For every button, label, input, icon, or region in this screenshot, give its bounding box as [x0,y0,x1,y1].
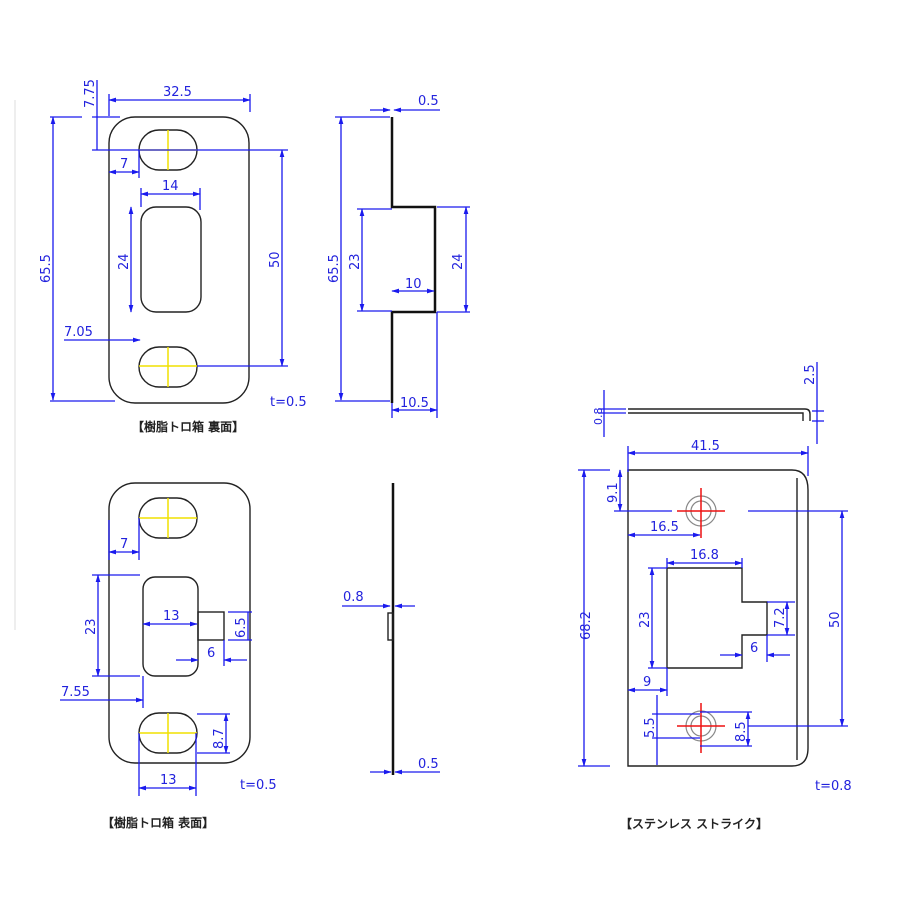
thickness-label: t=0.8 [815,779,852,794]
side-depth-label: 10 [405,277,422,292]
dim-notch-height-label: 6.5 [234,617,249,638]
resin-back-caption: 【樹脂トロ箱 裏面】 [132,419,244,434]
dim-cut-width-label: 16.8 [690,548,719,563]
dim-hole-edge-label: 7.05 [64,325,93,340]
dim-notch-width-label: 6 [207,646,215,661]
resin-front-side-view: 0.8 0.5 [342,483,440,775]
side-height-label: 65.5 [327,254,342,283]
dim-cut-height-label: 23 [638,611,653,628]
side-thickness-label: 0.5 [418,757,439,772]
side-total-depth-label: 10.5 [400,396,429,411]
side-tab-label: 0.8 [343,590,364,605]
resin-back-dimensions: 32.5 7.75 65.5 7 14 24 50 7.05 t=0.5 【樹脂… [39,79,307,434]
top-lip-label: 2.5 [803,364,818,385]
dim-notch-height-label: 7.2 [773,607,788,628]
side-inner-label: 23 [348,253,363,270]
dim-notch-width-label: 6 [750,641,758,656]
dim-hole-height-label: 23 [84,618,99,635]
dim-slot-width-label: 13 [160,773,177,788]
dim-height-label: 65.5 [39,254,54,283]
dim-csk-inner-label: 5.5 [643,717,658,738]
thickness-label: t=0.5 [240,778,277,793]
strike-top-view: 0.8 2.5 [592,362,824,444]
dim-hole-top-label: 9.1 [606,482,621,503]
dim-slot-edge-label: 7 [120,537,128,552]
dim-hole-width-label: 14 [162,179,179,194]
resin-back-side-view: 0.5 65.5 23 24 10 10.5 [327,94,470,418]
strike-dimensions: 41.5 68.2 9.1 16.5 16.8 23 7.2 6 50 9 5.… [578,439,852,831]
dim-csk-outer-label: 8.5 [734,721,749,742]
dim-height-label: 68.2 [579,611,594,640]
dim-pitch-label: 50 [828,611,843,628]
dim-hole-width-label: 13 [163,609,180,624]
dim-slot-height-label: 8.7 [212,728,227,749]
dim-width-label: 32.5 [163,85,192,100]
dim-hole-height-label: 24 [117,253,132,270]
resin-front-caption: 【樹脂トロ箱 表面】 [102,815,214,830]
strike-caption: 【ステンレス ストライク】 [620,816,768,831]
top-thickness-label: 0.8 [592,408,605,426]
dim-hole-edge-label: 7.55 [61,685,90,700]
dim-cut-edge-label: 9 [643,675,651,690]
dim-hole-x-label: 16.5 [650,520,679,535]
dim-slot-edge-label: 7 [120,157,128,172]
resin-front-dimensions: 7 23 13 6.5 6 7.55 8.7 13 t=0.5 【樹脂トロ箱 表… [60,518,277,830]
dim-top-offset-label: 7.75 [83,79,98,108]
side-outer-label: 24 [451,253,466,270]
dim-width-label: 41.5 [691,439,720,454]
side-thickness-label: 0.5 [418,94,439,109]
dim-slot-pitch-label: 50 [268,251,283,268]
thickness-label: t=0.5 [270,395,307,410]
